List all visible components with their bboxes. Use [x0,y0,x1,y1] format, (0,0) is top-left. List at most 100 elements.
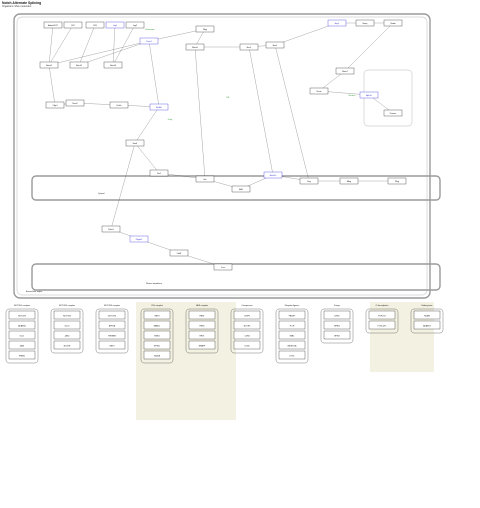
gene-node-box [195,25,215,33]
complex-member[interactable]: CDK8 [233,330,261,340]
gene-node[interactable]: Poglut1 [129,235,149,243]
gene-node[interactable]: Notch1 [39,61,59,69]
complex-member[interactable]: ADAM10 [8,320,36,330]
complex-member[interactable]: POGLUT1 [368,320,396,330]
complex-member[interactable]: NCSTN [53,340,81,350]
complex-member[interactable]: POFUT1 [368,310,396,320]
gene-node[interactable]: Ccnc [213,263,233,271]
complex-member[interactable]: RFNG [323,330,351,340]
gene-node[interactable]: Dll3 [85,21,105,29]
gene-node-box [213,263,233,271]
complex-member[interactable]: NOTCH2 [53,310,81,320]
gene-node[interactable]: Lfng [299,177,319,185]
gene-node[interactable]: Hes5 [265,41,285,49]
complex-member[interactable]: MFNG [323,320,351,330]
gene-node-box [355,19,375,27]
gene-node[interactable]: Ncor2 [65,99,85,107]
gene-node[interactable]: Jag2 [125,21,145,29]
gene-node[interactable]: Nrarp [355,19,375,27]
gene-node[interactable]: Adam10/17 [43,21,63,29]
gene-node[interactable]: Ncstn [309,87,329,95]
complex-member[interactable]: NRARP [188,340,216,350]
complex-member[interactable]: RBPJ [143,310,171,320]
gene-node[interactable]: Mib1 [231,185,251,193]
complex-member[interactable]: APH1A [98,320,126,330]
complex-member[interactable]: DTX1 [278,350,306,360]
gene-node[interactable]: Cdk8 [169,249,189,257]
gene-node[interactable]: Mfng [339,177,359,185]
complex-member[interactable]: CTBP1 [233,310,261,320]
gene-node-box [231,185,251,193]
complex-member-label: MAML1 [154,324,161,327]
complex-member-box [413,310,441,320]
gene-node[interactable]: Itch [195,175,215,183]
gene-node-label: Neurl1a [270,174,278,177]
gene-node[interactable]: Jag1 [105,21,125,29]
gene-node[interactable]: Hey1 [327,19,347,27]
gene-node[interactable]: Dll1 [63,21,83,29]
gene-node[interactable]: Ep300 [149,103,169,111]
complex-member[interactable]: SNW1 [143,330,171,340]
complex-group-outline [410,308,444,334]
gene-node[interactable]: Fbxw7 [335,67,355,75]
complex-member[interactable]: RBPJ [98,340,126,350]
complex-member[interactable]: NEURL1A [278,340,306,350]
gene-node[interactable]: Numb [383,19,403,27]
complex-member[interactable]: NUMB [413,310,441,320]
complex-member-box [278,320,306,330]
gene-node[interactable]: Snw1 [125,139,145,147]
gene-node-box [359,91,379,99]
gene-node[interactable]: Ctbp1 [45,101,65,109]
complex-member[interactable]: LFNG [323,310,351,320]
gene-node[interactable]: Pofut1 [101,225,121,233]
complex-member-label: ADAM10 [18,324,26,327]
gene-node[interactable]: Psenen [383,109,403,117]
gene-node[interactable]: Rbpj [195,25,215,33]
gene-node[interactable]: Dtx1 [149,169,169,177]
complex-member[interactable]: NCOR2 [233,320,261,330]
complex-member[interactable]: ITCH [278,320,306,330]
gene-node-box [43,21,63,29]
annotation-label: Nucleus [349,95,356,97]
complex-member[interactable]: PSENEN [98,330,126,340]
gene-node-box [129,235,149,243]
complex-member[interactable]: EP300 [143,340,171,350]
complex-member[interactable]: MIB1 [278,330,306,340]
complex-member[interactable]: JAG1 [8,340,36,350]
gene-node[interactable]: Kat2a [109,101,129,109]
complex-member[interactable]: HES1 [188,310,216,320]
complex-member[interactable]: JAG2 [53,330,81,340]
complex-member[interactable]: NOTCH3 [98,310,126,320]
complex-member[interactable]: FBXW7 [278,310,306,320]
complex-member-label: POGLUT1 [378,325,387,327]
complex-member[interactable]: NOTCH1 [8,310,36,320]
gene-node[interactable]: Notch2 [69,61,89,69]
gene-node[interactable]: Neurl1a [263,171,283,179]
complex-member[interactable]: PSEN1 [8,350,36,360]
gene-node[interactable]: Notch3 [103,61,123,69]
gene-node[interactable]: Maml1 [185,43,205,51]
complex-member[interactable]: CCNC [233,340,261,350]
complex-member[interactable]: ADAM17 [413,320,441,330]
gene-node[interactable]: Rfng [387,177,407,185]
gene-node[interactable]: Hes1 [239,43,259,51]
complex-member[interactable]: MAML1 [143,320,171,330]
annotation-label: Golgi [168,119,173,121]
gene-node[interactable]: Aph1a [359,91,379,99]
gene-node-label: Numb [390,23,395,25]
complex-member[interactable]: HEY1 [188,330,216,340]
complex-member[interactable]: KAT2A [143,350,171,360]
complex-member[interactable]: DLL3 [53,320,81,330]
gene-node-box [103,61,123,69]
interaction-edge [48,40,150,66]
gene-node[interactable]: Psen1 [139,37,159,45]
complex-member-box [323,310,351,320]
complex-member[interactable]: DLL1 [8,330,36,340]
gene-node-label: Dll1 [71,25,74,27]
complex-member-box [53,330,81,340]
complex-member[interactable]: HES5 [188,320,216,330]
complex-member-box [368,320,396,330]
